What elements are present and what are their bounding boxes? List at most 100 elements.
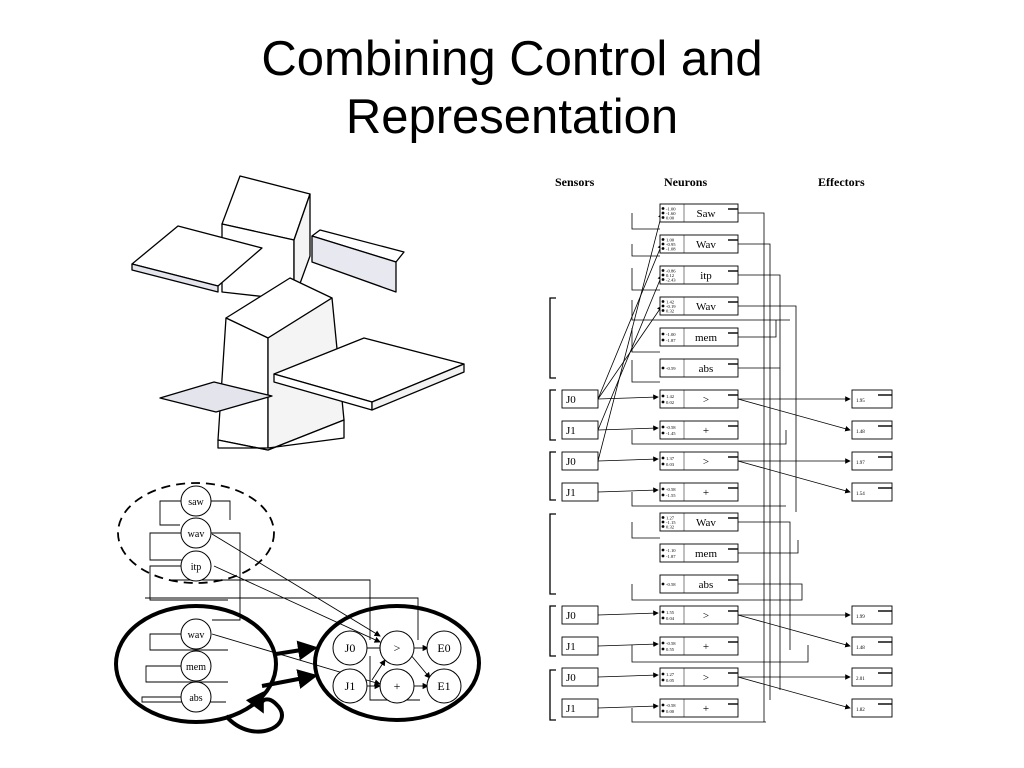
neuron-weight: 0.00 xyxy=(666,709,675,714)
neuron-weight: -0.59 xyxy=(666,366,676,371)
neuron-node: +-0.58-1.55 xyxy=(659,482,739,502)
effector-value: 1.95 xyxy=(856,399,865,404)
neuron-node: abs -0.58 xyxy=(659,574,739,594)
schematic-node-label: J1 xyxy=(345,679,356,693)
schematic-node-label: E0 xyxy=(437,641,450,655)
neuron-label: > xyxy=(703,456,709,468)
neuron-weight: -1.45 xyxy=(666,431,676,436)
neuron-node: + -0.580.55 xyxy=(659,636,739,656)
control-group-left xyxy=(114,604,278,724)
neuron-weight: -1.15 xyxy=(666,520,676,525)
sensor-node: J0 xyxy=(561,667,599,687)
effector-value: 1.97 xyxy=(856,461,865,466)
schematic-node-label: J0 xyxy=(345,641,356,655)
schematic-node-label: + xyxy=(394,679,401,693)
neuron-label: + xyxy=(703,487,709,499)
effector-node: 1.82 xyxy=(851,698,893,718)
schematic-node-label: wav xyxy=(188,529,205,540)
effector-value: 1.48 xyxy=(856,430,865,435)
neuron-weight: 0.32 xyxy=(666,525,675,530)
neuron-weight: -1.10 xyxy=(666,548,676,553)
neuron-weight: 1.42 xyxy=(666,300,675,305)
neuron-node: itp-0.860.12-2.43 xyxy=(659,265,739,285)
neuron-label: Wav xyxy=(696,301,716,313)
effector-value: 1.99 xyxy=(856,615,865,620)
schematic-node: saw xyxy=(180,485,212,517)
sensor-label: J1 xyxy=(566,425,576,437)
neuron-weight: -1.00 xyxy=(666,332,676,337)
neuron-weight: 1.55 xyxy=(666,610,675,615)
effector-value: 1.54 xyxy=(856,492,865,497)
schematic-node-label: wav xyxy=(188,630,205,641)
neuron-weight: 1.00 xyxy=(666,238,675,243)
neuron-weight: -1.87 xyxy=(666,554,676,559)
neuron-weight: 1.27 xyxy=(666,516,675,521)
schematic-node: abs xyxy=(180,681,212,713)
neuron-node: mem -1.00-1.87 xyxy=(659,327,739,347)
neuron-weight: -0.58 xyxy=(666,641,676,646)
neuron-label: > xyxy=(703,610,709,622)
sensor-label: J1 xyxy=(566,703,576,715)
sensor-node: J1 xyxy=(561,482,599,502)
schematic-node: + xyxy=(379,668,415,704)
neuron-weight: -2.43 xyxy=(666,278,676,283)
neuron-node: + -0.580.00 xyxy=(659,698,739,718)
header-sensors: Sensors xyxy=(555,175,595,189)
neuron-node: +-0.58-1.45 xyxy=(659,420,739,440)
neuron-weight: -1.55 xyxy=(666,493,676,498)
effector-node: 2.01 xyxy=(851,667,893,687)
sensor-node: J1 xyxy=(561,698,599,718)
schematic-node: itp xyxy=(180,550,212,582)
schematic-node: wav xyxy=(180,618,212,650)
neuron-weight: -1.87 xyxy=(666,338,676,343)
neuron-node: Wav 1.27-1.150.32 xyxy=(659,512,739,532)
neuron-weight: 0.02 xyxy=(666,400,675,405)
neuron-weight: 1.27 xyxy=(666,672,675,677)
representation-group-outline xyxy=(117,482,275,584)
neuron-weight: -0.58 xyxy=(666,703,676,708)
neuron-weight: -0.58 xyxy=(666,582,676,587)
neuron-node: Saw-1.00-1.600.00 xyxy=(659,203,739,223)
slide-title: Combining Control and Representation xyxy=(0,30,1024,146)
sensor-label: J0 xyxy=(566,610,576,622)
header-effectors: Effectors xyxy=(818,175,865,189)
schematic-node-label: abs xyxy=(189,693,202,704)
effector-node: 1.48 xyxy=(851,636,893,656)
schematic-node: E0 xyxy=(426,630,462,666)
neuron-label: + xyxy=(703,641,709,653)
neuron-label: abs xyxy=(699,579,714,591)
neuron-label: Wav xyxy=(696,517,716,529)
neuron-weight: 0.05 xyxy=(666,678,675,683)
neuron-node: >1.370.03 xyxy=(659,451,739,471)
effector-value: 1.48 xyxy=(856,646,865,651)
schematic-node: J1 xyxy=(332,668,368,704)
schematic-node: > xyxy=(379,630,415,666)
neuron-label: + xyxy=(703,703,709,715)
header-neurons: Neurons xyxy=(664,175,707,189)
sensor-node: J0 xyxy=(561,605,599,625)
schematic-node: E1 xyxy=(426,668,462,704)
title-line-1: Combining Control and xyxy=(261,32,763,86)
neuron-label: mem xyxy=(695,548,717,560)
neuron-node: mem -1.10-1.87 xyxy=(659,543,739,563)
neuron-weight: 0.00 xyxy=(666,216,675,221)
schematic-node: mem xyxy=(180,650,212,682)
neuron-weight: 0.04 xyxy=(666,616,675,621)
neuron-label: Saw xyxy=(697,208,716,220)
effector-node: 1.54 xyxy=(851,482,893,502)
effector-value: 1.82 xyxy=(856,708,865,713)
effector-node: 1.95 xyxy=(851,389,893,409)
neuron-weight: 0.32 xyxy=(666,309,675,314)
neuron-label: + xyxy=(703,425,709,437)
neuron-node: abs-0.59 xyxy=(659,358,739,378)
schematic-node-label: mem xyxy=(186,662,206,673)
neuron-node: >1.550.04 xyxy=(659,605,739,625)
sensor-group-brackets xyxy=(549,297,556,721)
neuron-label: mem xyxy=(695,332,717,344)
sensor-label: J1 xyxy=(566,641,576,653)
sensor-node: J0 xyxy=(561,389,599,409)
neuron-weight: 0.55 xyxy=(666,647,675,652)
